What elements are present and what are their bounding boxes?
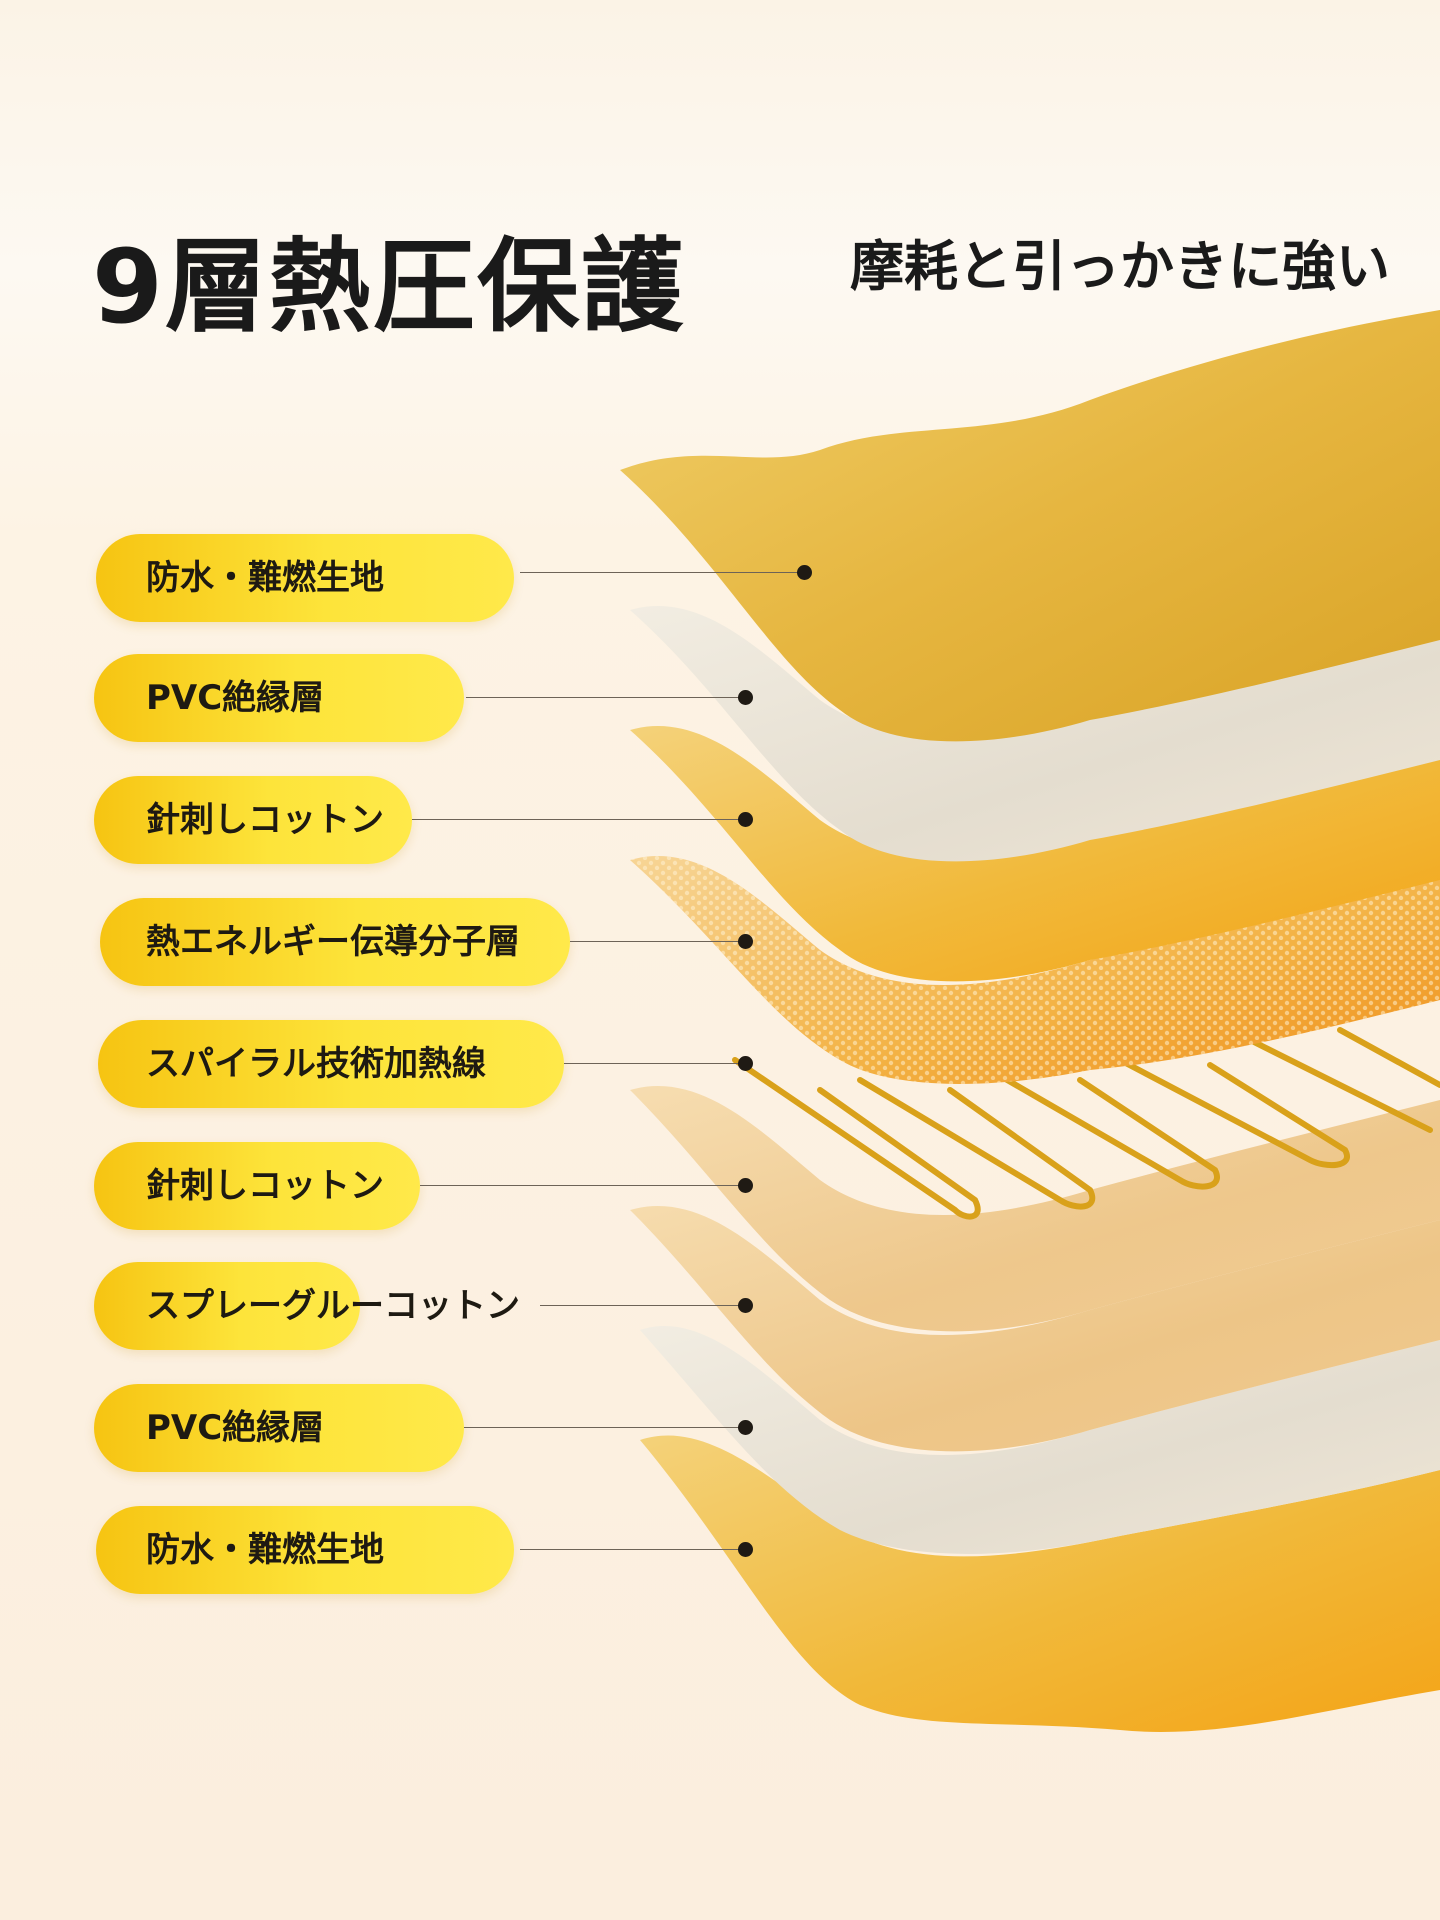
layer-marker-7 (738, 1298, 753, 1313)
fabric-layer-1 (620, 310, 1440, 742)
leader-line-7 (540, 1305, 742, 1306)
leader-line-4 (570, 941, 742, 942)
layer-marker-4 (738, 934, 753, 949)
layer-pill-3 (94, 776, 412, 864)
layer-pill-6 (94, 1142, 420, 1230)
layer-label-3: 針刺しコットン (146, 800, 384, 840)
leader-line-3 (412, 819, 742, 820)
layer-pill-4 (100, 898, 570, 986)
page-title: 9層熱圧保護 (92, 228, 685, 347)
leader-line-5 (564, 1063, 742, 1064)
layer-label-6: 針刺しコットン (146, 1166, 384, 1206)
layer-marker-1 (797, 565, 812, 580)
layer-pill-5 (98, 1020, 564, 1108)
leader-line-1 (520, 572, 804, 573)
fabric-layer-6 (630, 1086, 1440, 1332)
leader-line-9 (520, 1549, 742, 1550)
heating-wire (732, 1027, 1440, 1220)
layer-pill-2 (94, 654, 464, 742)
layer-marker-6 (738, 1178, 753, 1193)
layer-pill-7 (94, 1262, 360, 1350)
leader-line-6 (420, 1185, 742, 1186)
layer-marker-9 (738, 1542, 753, 1557)
layer-label-5: スパイラル技術加熱線 (146, 1044, 486, 1084)
layer-label-2: PVC絶縁層 (146, 678, 325, 718)
layer-pill-1 (96, 534, 514, 622)
page-subtitle: 摩耗と引っかきに強い (850, 235, 1390, 298)
layer-pill-9 (96, 1506, 514, 1594)
fabric-layer-8 (640, 1326, 1440, 1554)
layer-label-9: 防水・難燃生地 (146, 1530, 384, 1570)
layer-pill-8 (94, 1384, 464, 1472)
layer-marker-8 (738, 1420, 753, 1435)
layer-label-1: 防水・難燃生地 (146, 558, 384, 598)
layer-marker-3 (738, 812, 753, 827)
leader-line-8 (464, 1427, 742, 1428)
layer-marker-2 (738, 690, 753, 705)
fabric-layer-9 (640, 1435, 1440, 1732)
fabric-layer-7 (630, 1206, 1440, 1452)
layer-label-7: スプレーグルーコットン (146, 1286, 520, 1326)
layer-label-4: 熱エネルギー伝導分子層 (146, 922, 520, 962)
fabric-layer-3 (630, 726, 1440, 982)
fabric-layer-2 (630, 606, 1440, 862)
layer-label-8: PVC絶縁層 (146, 1408, 325, 1448)
leader-line-2 (466, 697, 744, 698)
layer-marker-5 (738, 1056, 753, 1071)
